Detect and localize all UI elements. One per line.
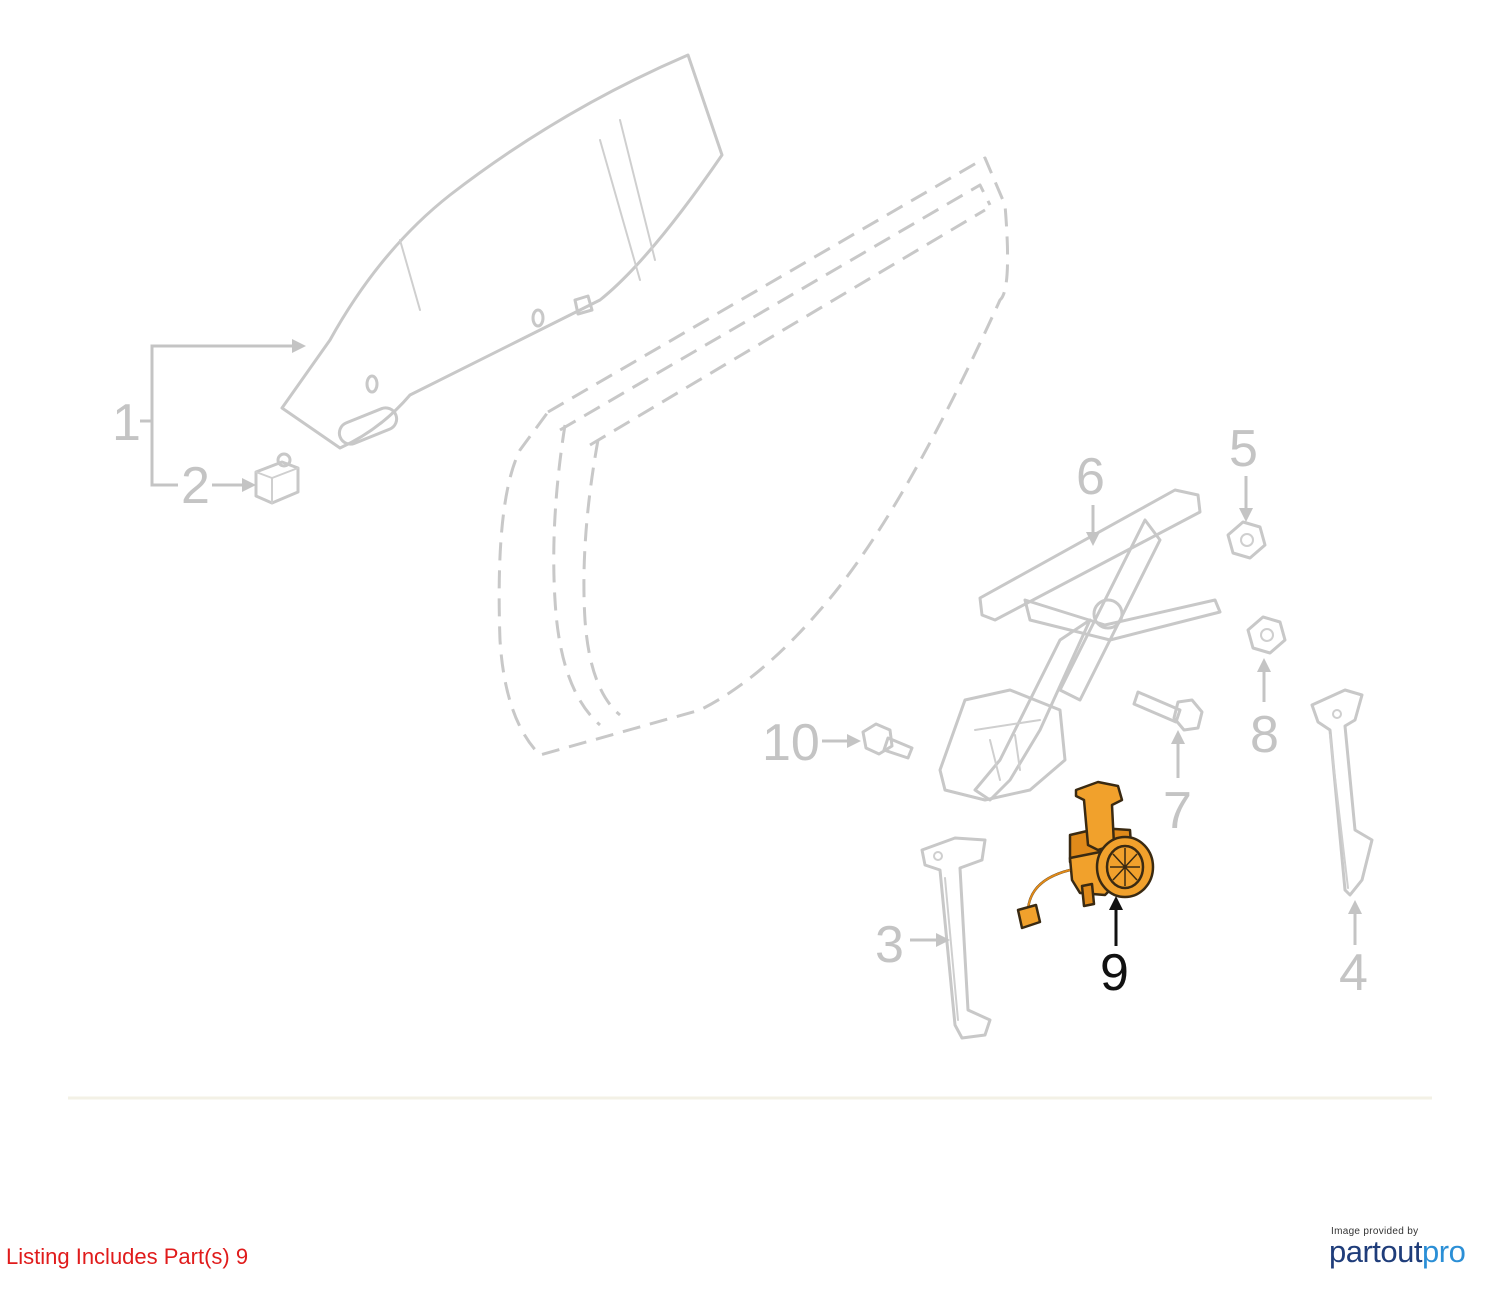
door-frame-outline <box>497 156 1010 757</box>
bolt-part-10 <box>861 722 914 760</box>
bolt-part-7 <box>1132 690 1204 732</box>
callout-6: 6 <box>1076 448 1105 506</box>
image-credit-text: Image provided by <box>1331 1226 1419 1237</box>
leader-lines <box>140 339 1362 947</box>
window-regulator-part <box>938 488 1222 802</box>
window-motor-part-9 <box>1016 780 1155 930</box>
callout-7: 7 <box>1163 782 1192 840</box>
door-glass-part <box>280 53 724 450</box>
guide-rail-part-4 <box>1310 688 1374 897</box>
brand-logo: partoutpro <box>1329 1234 1466 1270</box>
nut-part-8 <box>1246 615 1287 655</box>
callout-labels: 1 2 3 4 5 6 7 8 9 10 <box>112 394 1368 1002</box>
listing-caption: Listing Includes Part(s) 9 <box>6 1244 249 1269</box>
callout-4: 4 <box>1339 944 1368 1002</box>
glass-clip-part <box>254 452 300 505</box>
callout-2: 2 <box>181 457 210 515</box>
callout-5: 5 <box>1229 420 1258 478</box>
brand-logo-part1: partout <box>1329 1234 1423 1269</box>
callout-9: 9 <box>1100 944 1129 1002</box>
callout-1: 1 <box>112 394 141 452</box>
brand-logo-part2: pro <box>1422 1234 1466 1269</box>
nut-part-5 <box>1226 520 1267 560</box>
callout-8: 8 <box>1250 706 1279 764</box>
guide-rail-part-3 <box>920 836 992 1040</box>
callout-10: 10 <box>762 714 820 772</box>
callout-3: 3 <box>875 916 904 974</box>
